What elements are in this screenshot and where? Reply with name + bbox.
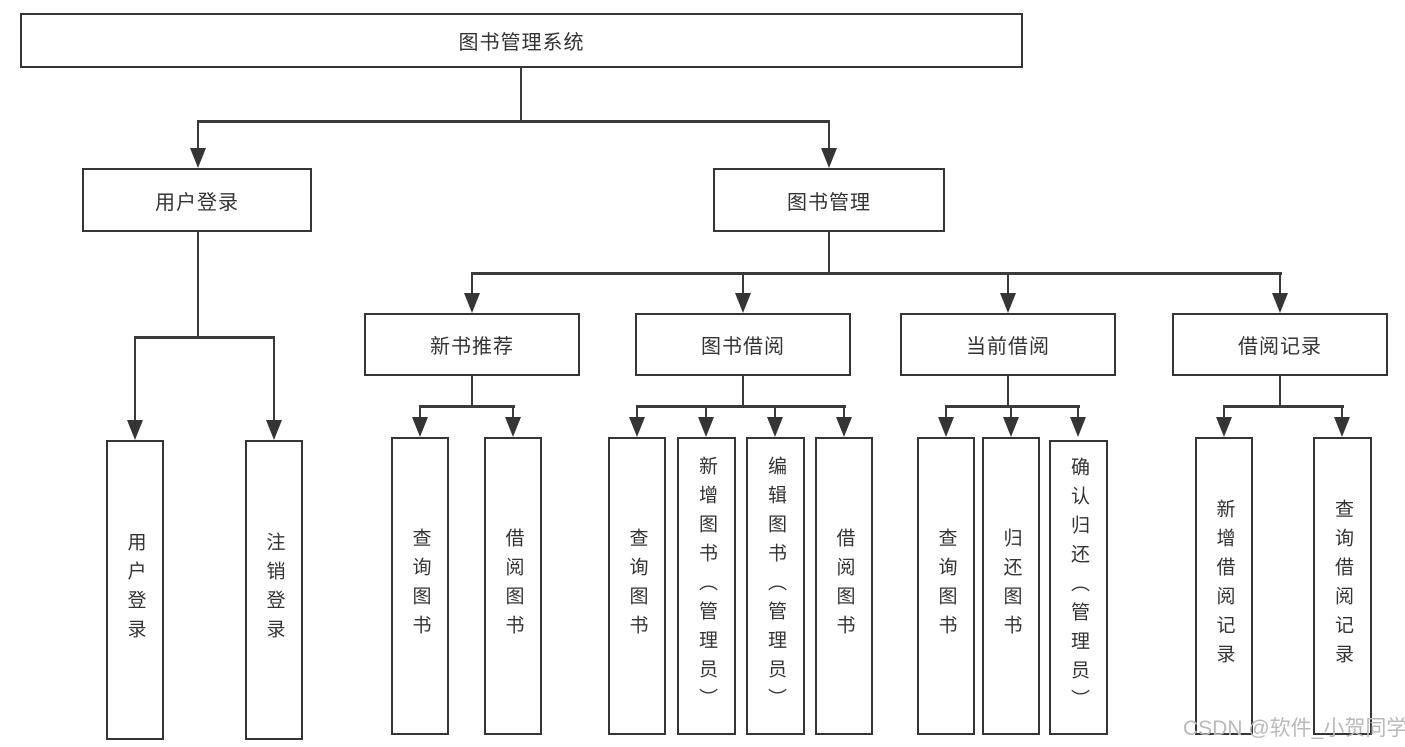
connector-line <box>741 376 745 405</box>
node-label: 当前借阅 <box>966 336 1050 358</box>
leaf-label: 用户登录 <box>124 532 146 648</box>
connector-line <box>944 405 948 419</box>
connector-line <box>196 120 200 150</box>
connector-line <box>741 272 745 295</box>
leaf-query-books: 查询图书 <box>608 437 666 735</box>
leaf-label: 借阅图书 <box>502 528 524 644</box>
leaf-query-borrow-record: 查询借阅记录 <box>1313 437 1372 735</box>
node-user-login: 用户登录 <box>82 168 312 232</box>
leaf-label: 查询借阅记录 <box>1332 499 1353 673</box>
leaf-label: 查询图书 <box>409 528 431 644</box>
connector-line <box>1076 405 1080 419</box>
leaf-query-books: 查询图书 <box>391 437 449 735</box>
leaf-label: 编辑图书（管理员） <box>765 455 786 717</box>
node-new-book-recommend: 新书推荐 <box>364 313 580 376</box>
arrow-down-icon <box>505 417 521 437</box>
arrow-down-icon <box>1334 417 1350 437</box>
connector-line <box>1278 272 1282 295</box>
connector-line <box>1006 272 1010 295</box>
leaf-logout: 注销登录 <box>245 440 303 740</box>
leaf-label: 查询图书 <box>626 528 648 644</box>
connector-line <box>635 405 846 408</box>
watermark: CSDN @软件_小贺同学 <box>1183 717 1405 740</box>
connector-line <box>1222 405 1226 419</box>
connector-line <box>133 336 275 339</box>
node-library-management-system: 图书管理系统 <box>20 13 1023 68</box>
leaf-label: 借阅图书 <box>833 528 855 644</box>
arrow-down-icon <box>821 148 837 168</box>
connector-line <box>1006 376 1010 405</box>
leaf-user-login: 用户登录 <box>106 440 164 740</box>
arrow-down-icon <box>767 417 783 437</box>
node-label: 图书借阅 <box>701 336 785 358</box>
connector-line <box>133 336 137 421</box>
arrow-down-icon <box>1272 293 1288 313</box>
connector-line <box>196 120 830 123</box>
connector-line <box>773 405 777 419</box>
leaf-add-books-admin: 新增图书（管理员） <box>677 437 736 735</box>
arrow-down-icon <box>1070 417 1086 437</box>
leaf-borrow-books: 借阅图书 <box>484 437 542 735</box>
leaf-label: 归还图书 <box>1000 528 1022 644</box>
arrow-down-icon <box>190 148 206 168</box>
arrow-down-icon <box>412 417 428 437</box>
leaf-return-books: 归还图书 <box>982 437 1040 735</box>
leaf-confirm-return-admin: 确认归还（管理员） <box>1049 440 1108 735</box>
arrow-down-icon <box>1216 417 1232 437</box>
node-label: 用户登录 <box>155 191 239 214</box>
node-current-borrowing: 当前借阅 <box>900 313 1116 376</box>
arrow-down-icon <box>1003 417 1019 437</box>
connector-line <box>1222 405 1344 408</box>
connector-line <box>511 405 515 419</box>
connector-line <box>1340 405 1344 419</box>
connector-line <box>944 405 1080 408</box>
connector-line <box>470 272 1282 275</box>
connector-line <box>470 376 474 405</box>
leaf-label: 新增图书（管理员） <box>696 455 717 717</box>
arrow-down-icon <box>1000 293 1016 313</box>
leaf-add-borrow-record: 新增借阅记录 <box>1195 437 1253 735</box>
arrow-down-icon <box>127 420 143 440</box>
leaf-label: 新增借阅记录 <box>1213 499 1235 673</box>
arrow-down-icon <box>938 417 954 437</box>
arrow-down-icon <box>629 417 645 437</box>
connector-line <box>827 120 831 150</box>
connector-line <box>470 272 474 295</box>
arrow-down-icon <box>698 417 714 437</box>
connector-line <box>519 68 523 120</box>
node-label: 借阅记录 <box>1238 336 1322 358</box>
connector-line <box>418 405 422 419</box>
arrow-down-icon <box>464 293 480 313</box>
connector-line <box>418 405 515 408</box>
leaf-edit-books-admin: 编辑图书（管理员） <box>746 437 805 735</box>
connector-line <box>1278 376 1282 405</box>
node-label: 图书管理 <box>787 191 871 214</box>
leaf-label: 注销登录 <box>263 532 285 648</box>
leaf-label: 查询图书 <box>935 528 957 644</box>
connector-line <box>704 405 708 419</box>
node-borrowing-records: 借阅记录 <box>1172 313 1388 376</box>
arrow-down-icon <box>735 293 751 313</box>
connector-line <box>196 232 200 336</box>
arrow-down-icon <box>836 417 852 437</box>
connector-line <box>635 405 639 419</box>
node-book-management: 图书管理 <box>713 168 945 232</box>
connector-line <box>272 336 276 421</box>
connector-line <box>827 232 831 272</box>
node-label: 图书管理系统 <box>458 32 585 54</box>
leaf-label: 确认归还（管理员） <box>1068 457 1089 718</box>
node-label: 新书推荐 <box>430 336 514 358</box>
connector-line <box>1009 405 1013 419</box>
node-book-borrowing: 图书借阅 <box>635 313 851 376</box>
arrow-down-icon <box>266 420 282 440</box>
connector-line <box>842 405 846 419</box>
leaf-query-books: 查询图书 <box>917 437 975 735</box>
leaf-borrow-books: 借阅图书 <box>815 437 873 735</box>
